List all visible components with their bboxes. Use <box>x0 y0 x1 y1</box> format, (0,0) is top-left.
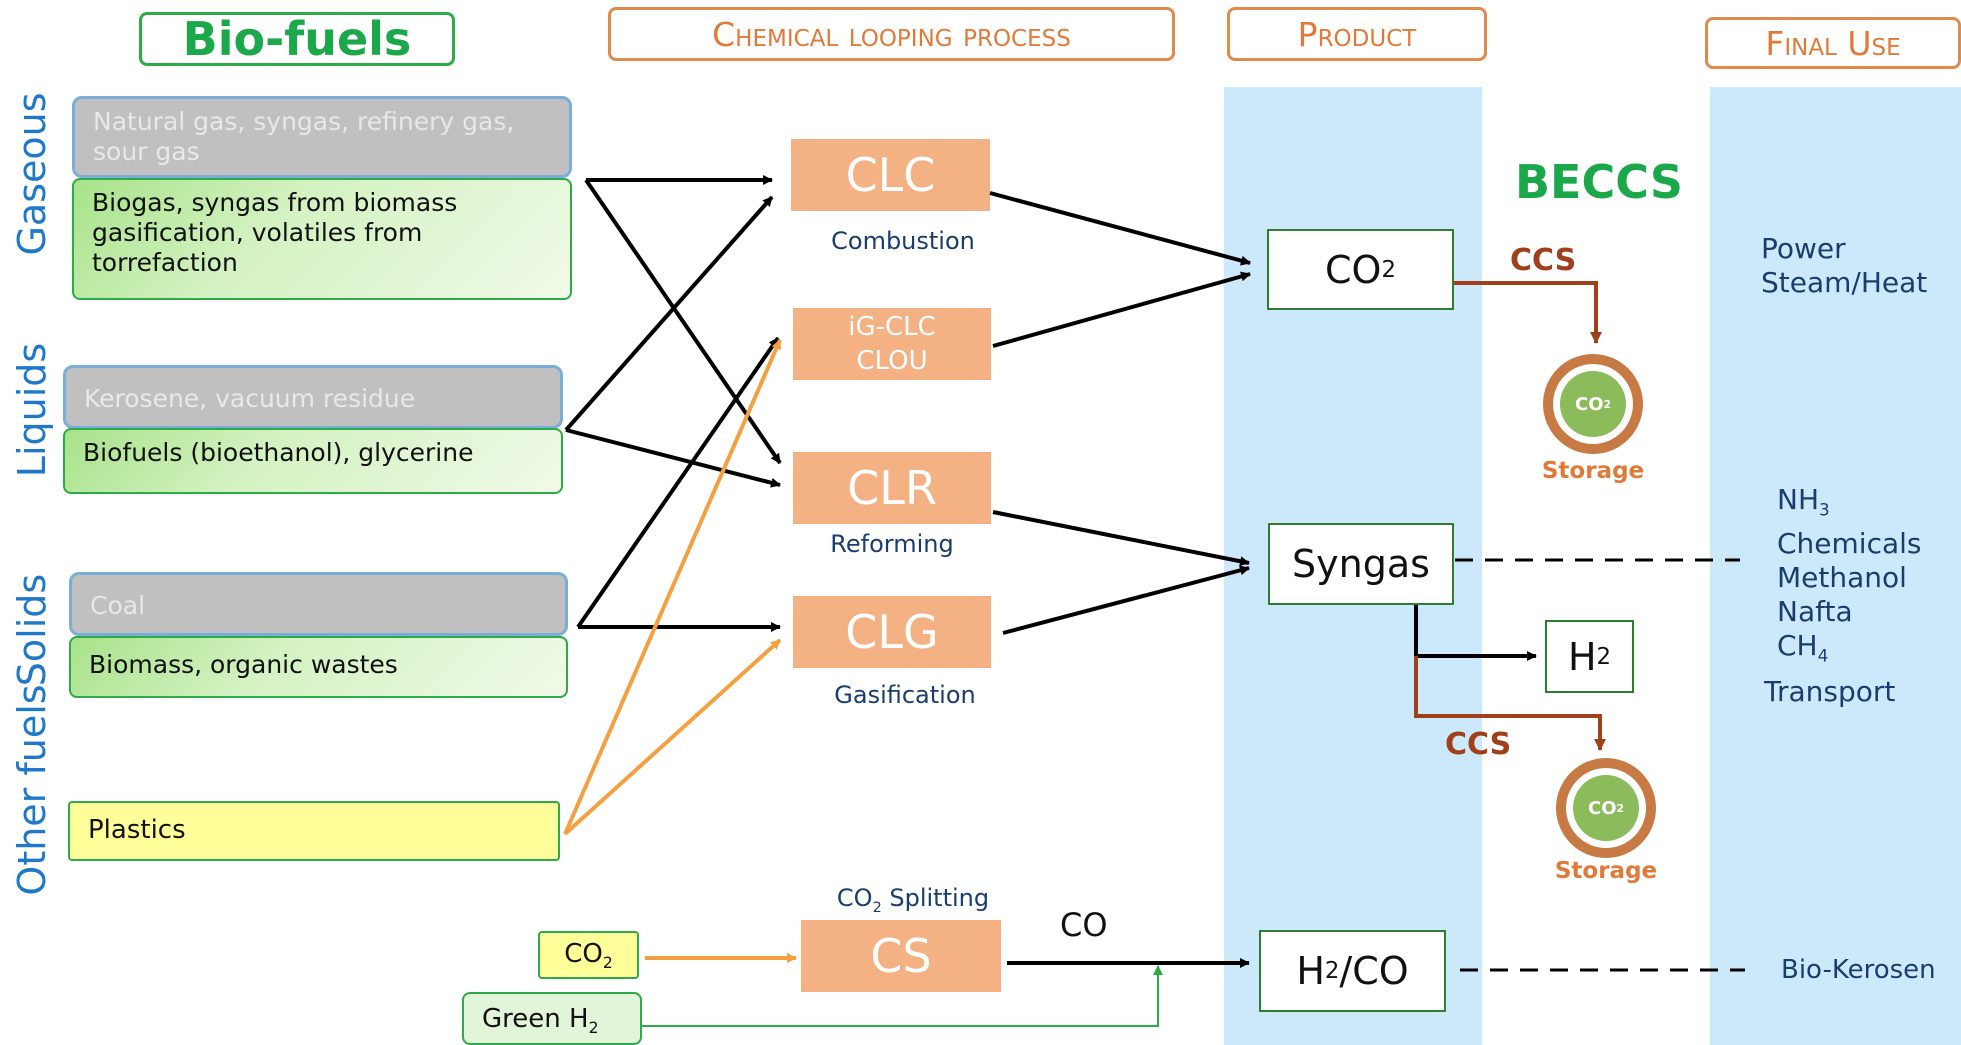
fuel-liquids-bio: Biofuels (bioethanol), glycerine <box>63 428 563 494</box>
arrow-syngas-h2 <box>1414 605 1537 661</box>
process-igclc-line2: CLOU <box>856 346 928 376</box>
final-power: Power <box>1761 232 1846 265</box>
cs-label-sub: 2 <box>872 899 882 916</box>
fuel-green-h2-sub: 2 <box>588 1019 599 1038</box>
final-ch4-sub: 4 <box>1817 645 1829 666</box>
final-chemicals-group: NH3 Chemicals Methanol Nafta CH4 <box>1777 483 1922 672</box>
final-nh3: NH3 <box>1777 483 1922 527</box>
header-process: Chemical looping process <box>608 7 1175 61</box>
final-ch4: CH4 <box>1777 629 1922 673</box>
storage-icon-bottom-text: CO <box>1587 797 1617 819</box>
arrow-clr-syngas <box>992 510 1250 567</box>
product-co2-sub: 2 <box>1381 256 1396 283</box>
ccs-label-bottom: CCS <box>1445 727 1512 762</box>
process-clr: CLR <box>793 452 991 524</box>
process-cs-label: CO2 Splitting <box>800 884 1026 916</box>
arrow-co2-storage <box>1454 281 1602 344</box>
process-igclc-line1: iG-CLC <box>848 312 936 342</box>
storage-icon-top-text: CO <box>1574 393 1604 415</box>
product-h2co-a: H <box>1296 949 1325 993</box>
ccs-label-top: CCS <box>1510 243 1577 278</box>
product-co2-text: CO <box>1325 247 1382 292</box>
arrow-liquids-clc <box>564 195 774 432</box>
final-ch4-text: CH <box>1777 628 1818 662</box>
storage-label-top: Storage <box>1541 458 1645 484</box>
arrow-clg-syngas <box>1002 565 1250 635</box>
process-clg-label: Gasification <box>834 681 976 709</box>
cs-label-tail: Splitting <box>881 884 990 912</box>
process-clr-label: Reforming <box>830 530 954 558</box>
product-syngas: Syngas <box>1268 523 1454 605</box>
product-h2-text: H <box>1567 634 1597 679</box>
arrow-syngas-storage <box>1414 656 1606 751</box>
fuel-co2: CO2 <box>538 931 639 979</box>
product-h2-sub: 2 <box>1596 643 1612 670</box>
fuel-green-h2-text: Green H <box>482 1004 589 1034</box>
fuel-co2-text: CO <box>564 939 603 969</box>
storage-icon-bottom-sub: 2 <box>1616 801 1625 815</box>
fuel-solids-bio: Biomass, organic wastes <box>69 636 568 698</box>
fuel-plastics: Plastics <box>68 801 560 861</box>
fuel-liquids-fossil: Kerosene, vacuum residue <box>63 365 563 429</box>
arrow-solids-igclc <box>576 336 780 629</box>
arrow-liquids-clr <box>565 428 781 488</box>
fuel-green-h2: Green H2 <box>462 992 642 1045</box>
process-clc-label: Combustion <box>831 227 975 255</box>
final-steam: Steam/Heat <box>1761 266 1928 299</box>
final-chemicals: Chemicals <box>1777 526 1922 560</box>
final-nh3-text: NH <box>1777 483 1819 516</box>
process-cs: CS <box>801 920 1001 992</box>
fuel-gaseous-bio: Biogas, syngas from biomass gasification… <box>72 178 572 300</box>
process-clc: CLC <box>791 139 990 211</box>
final-use-band <box>1710 87 1961 1045</box>
arrow-plastics-igclc <box>563 339 782 835</box>
co-label: CO <box>1060 906 1108 944</box>
final-nh3-sub: 3 <box>1819 499 1830 520</box>
final-biokerosen: Bio-Kerosen <box>1781 955 1936 985</box>
arrow-green-h2 <box>642 965 1163 1027</box>
process-clg: CLG <box>793 596 991 668</box>
storage-icon-top-sub: 2 <box>1603 397 1612 411</box>
fuel-gaseous-fossil: Natural gas, syngas, refinery gas, sour … <box>72 96 572 178</box>
fuel-solids-fossil: Coal <box>69 572 568 636</box>
fuel-co2-sub: 2 <box>602 954 613 973</box>
header-product: Product <box>1227 7 1487 61</box>
final-nafta: Nafta <box>1777 594 1853 628</box>
header-final-use: Final Use <box>1705 17 1961 69</box>
beccs-label: BECCS <box>1515 155 1683 209</box>
header-biofuels: Bio-fuels <box>139 12 455 66</box>
arrow-clc-co2 <box>989 191 1251 266</box>
arrow-igclc-co2 <box>992 271 1251 348</box>
cs-label-text: CO <box>836 884 873 912</box>
final-transport: Transport <box>1764 675 1896 708</box>
arrow-plastics-clg <box>563 638 782 836</box>
storage-label-bottom: Storage <box>1554 858 1658 884</box>
product-h2co-b: /CO <box>1339 949 1409 993</box>
process-igclc: iG-CLC CLOU <box>793 308 991 380</box>
final-methanol: Methanol <box>1777 560 1907 594</box>
final-power-steam: Power Steam/Heat <box>1761 232 1927 300</box>
product-h2co-sub: 2 <box>1324 958 1340 984</box>
